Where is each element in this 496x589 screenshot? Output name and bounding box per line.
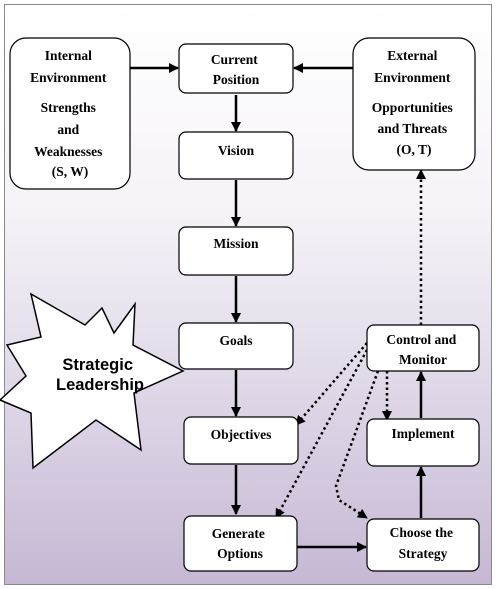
- dotted-connectors: [274, 169, 426, 520]
- label-objectives: Objectives: [211, 427, 272, 442]
- label-implement: Implement: [392, 426, 455, 441]
- star-label: Strategic Leadership: [56, 356, 144, 394]
- label-generate-options: Generate Options: [212, 526, 269, 561]
- box-choose-strategy: [366, 518, 480, 572]
- label-choose-strategy: Choose the Strategy: [390, 525, 457, 561]
- label-internal-environment: Internal Environment Strengths and Weakn…: [30, 48, 110, 179]
- label-goals: Goals: [219, 333, 252, 348]
- box-objectives: [183, 416, 299, 465]
- box-vision: [178, 131, 294, 180]
- label-mission: Mission: [213, 236, 259, 251]
- box-mission: [178, 226, 294, 276]
- box-goals: [178, 322, 294, 370]
- label-control-and-monitor: Control and Monitor: [386, 332, 459, 367]
- label-vision: Vision: [218, 143, 255, 158]
- star-label-line-2: Leadership: [56, 376, 144, 394]
- label-external-environment: External Environment Opportunities and T…: [372, 48, 456, 157]
- box-current-position: [178, 43, 294, 94]
- dotted-arrow-control-to-choose: [334, 370, 380, 520]
- box-external-environment: [352, 37, 476, 171]
- box-implement: [366, 418, 480, 467]
- diagram-boxes: [9, 37, 480, 572]
- dotted-arrow-control-to-objectives: [295, 342, 368, 426]
- star-label-line-1: Strategic: [62, 356, 133, 374]
- diagram-labels: Internal Environment Strengths and Weakn…: [30, 48, 459, 561]
- box-generate-options: [183, 515, 298, 572]
- star-shape: [0, 292, 185, 470]
- solid-connectors: [130, 63, 426, 552]
- strategic-leadership-star: Strategic Leadership: [0, 292, 185, 470]
- dotted-arrow-control-to-generate: [274, 349, 369, 519]
- label-current-position: Current Position: [211, 52, 261, 87]
- box-control-and-monitor: [366, 324, 480, 372]
- box-internal-environment: [9, 37, 131, 190]
